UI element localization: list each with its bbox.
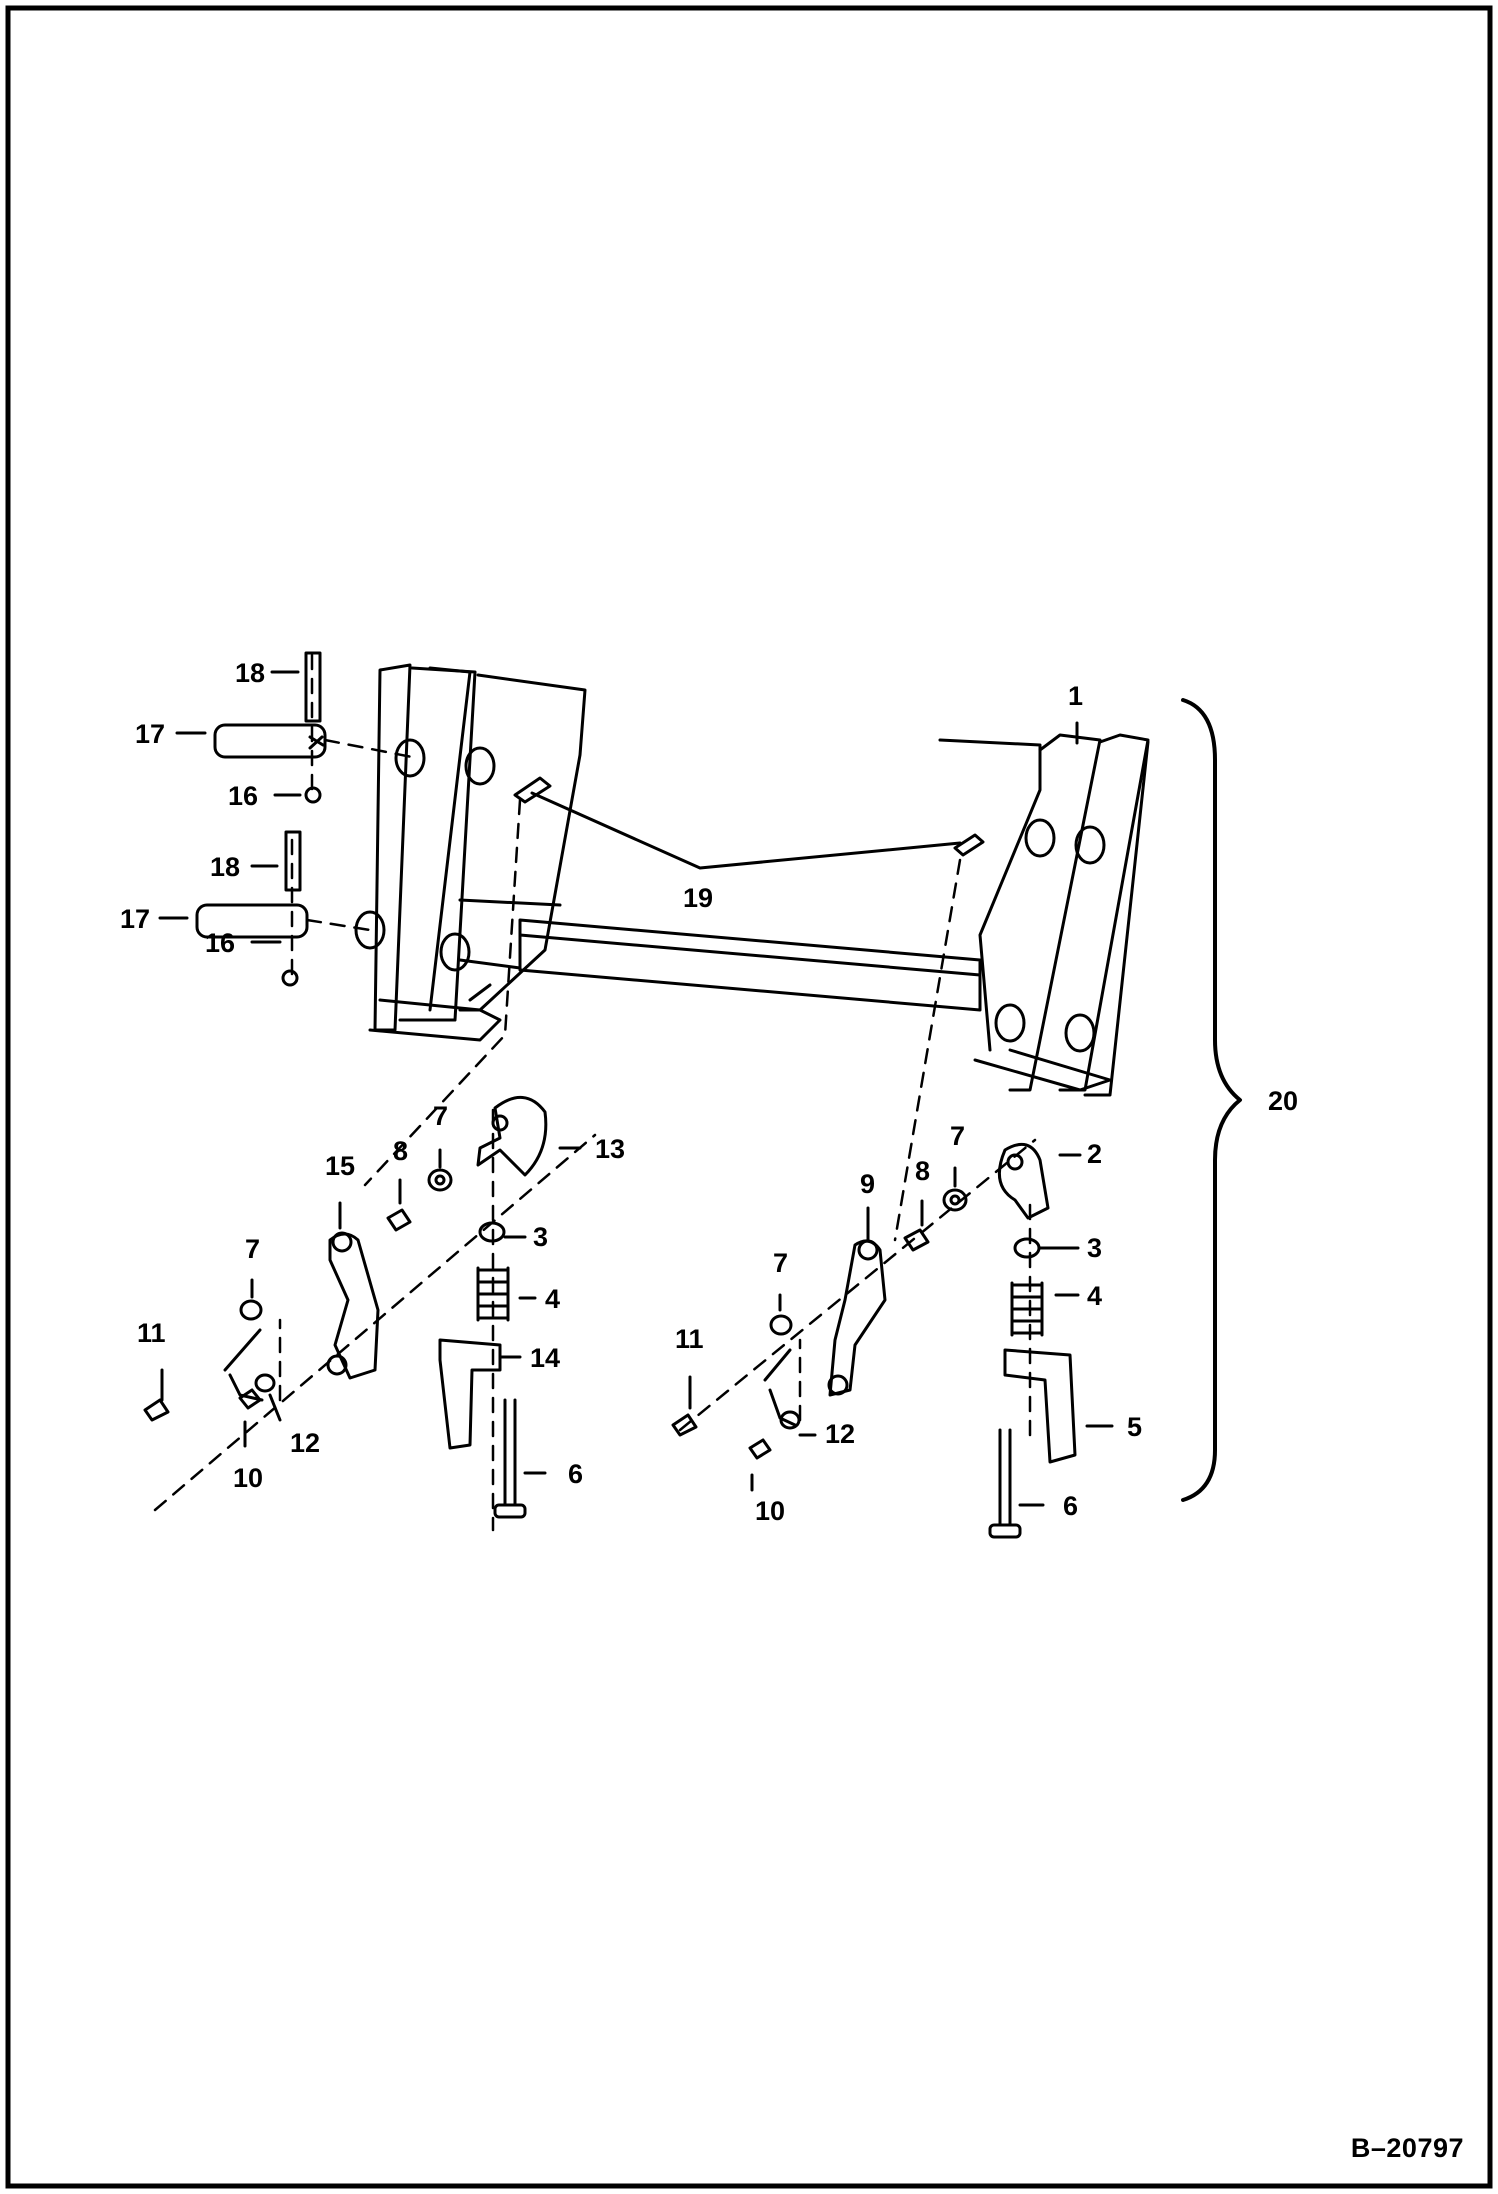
- callout-leaders: [158, 670, 1114, 1507]
- callout-19: 19: [683, 883, 713, 913]
- callout-10-left: 10: [233, 1463, 263, 1493]
- callout-8-left: 8: [393, 1136, 408, 1166]
- callout-3-right: 3: [1087, 1233, 1102, 1263]
- callout-14: 14: [530, 1343, 560, 1373]
- callout-labels: 1 2 3 3 4 4 5 6 6 7 7 7 7 8 8 9 10 10 11…: [120, 658, 1298, 1526]
- callout-16-bottom: 16: [205, 928, 235, 958]
- drawing-reference-code: B–20797: [1350, 2133, 1464, 2163]
- callout-11-left: 11: [137, 1318, 166, 1348]
- callout-7-b: 7: [245, 1234, 260, 1264]
- callout-6-right: 6: [1063, 1491, 1078, 1521]
- attachment-frame: [354, 663, 1150, 1097]
- callout-7-c: 7: [950, 1121, 965, 1151]
- callout-18-top: 18: [235, 658, 265, 688]
- callout-4-right: 4: [1087, 1281, 1102, 1311]
- callout-5: 5: [1127, 1412, 1142, 1442]
- assembly-brace: [1181, 698, 1242, 1502]
- right-latch-assembly: [671, 1142, 1077, 1539]
- leader-19: [530, 791, 962, 870]
- callout-11-right: 11: [675, 1324, 704, 1354]
- callout-2: 2: [1087, 1139, 1102, 1169]
- page-border: [5, 5, 1493, 2189]
- callout-1: 1: [1068, 681, 1083, 711]
- callout-18-bottom: 18: [210, 852, 240, 882]
- callout-12-left: 12: [290, 1428, 320, 1458]
- callout-10-right: 10: [755, 1496, 785, 1526]
- callout-7-d: 7: [773, 1248, 788, 1278]
- callout-15: 15: [325, 1151, 355, 1181]
- callout-17-bottom: 17: [120, 904, 150, 934]
- callout-9: 9: [860, 1169, 875, 1199]
- callout-4-left: 4: [545, 1284, 560, 1314]
- callout-7-a: 7: [433, 1101, 448, 1131]
- callout-16-top: 16: [228, 781, 258, 811]
- frame-pins: [513, 776, 985, 857]
- left-latch-assembly: [143, 1095, 548, 1519]
- callout-12-right: 12: [825, 1419, 855, 1449]
- alignment-lines: [153, 653, 1037, 1532]
- callout-6-left: 6: [568, 1459, 583, 1489]
- callout-3-left: 3: [533, 1222, 548, 1252]
- callout-8-right: 8: [915, 1156, 930, 1186]
- callout-20: 20: [1268, 1086, 1298, 1116]
- callout-13: 13: [595, 1134, 625, 1164]
- callout-17-top: 17: [135, 719, 165, 749]
